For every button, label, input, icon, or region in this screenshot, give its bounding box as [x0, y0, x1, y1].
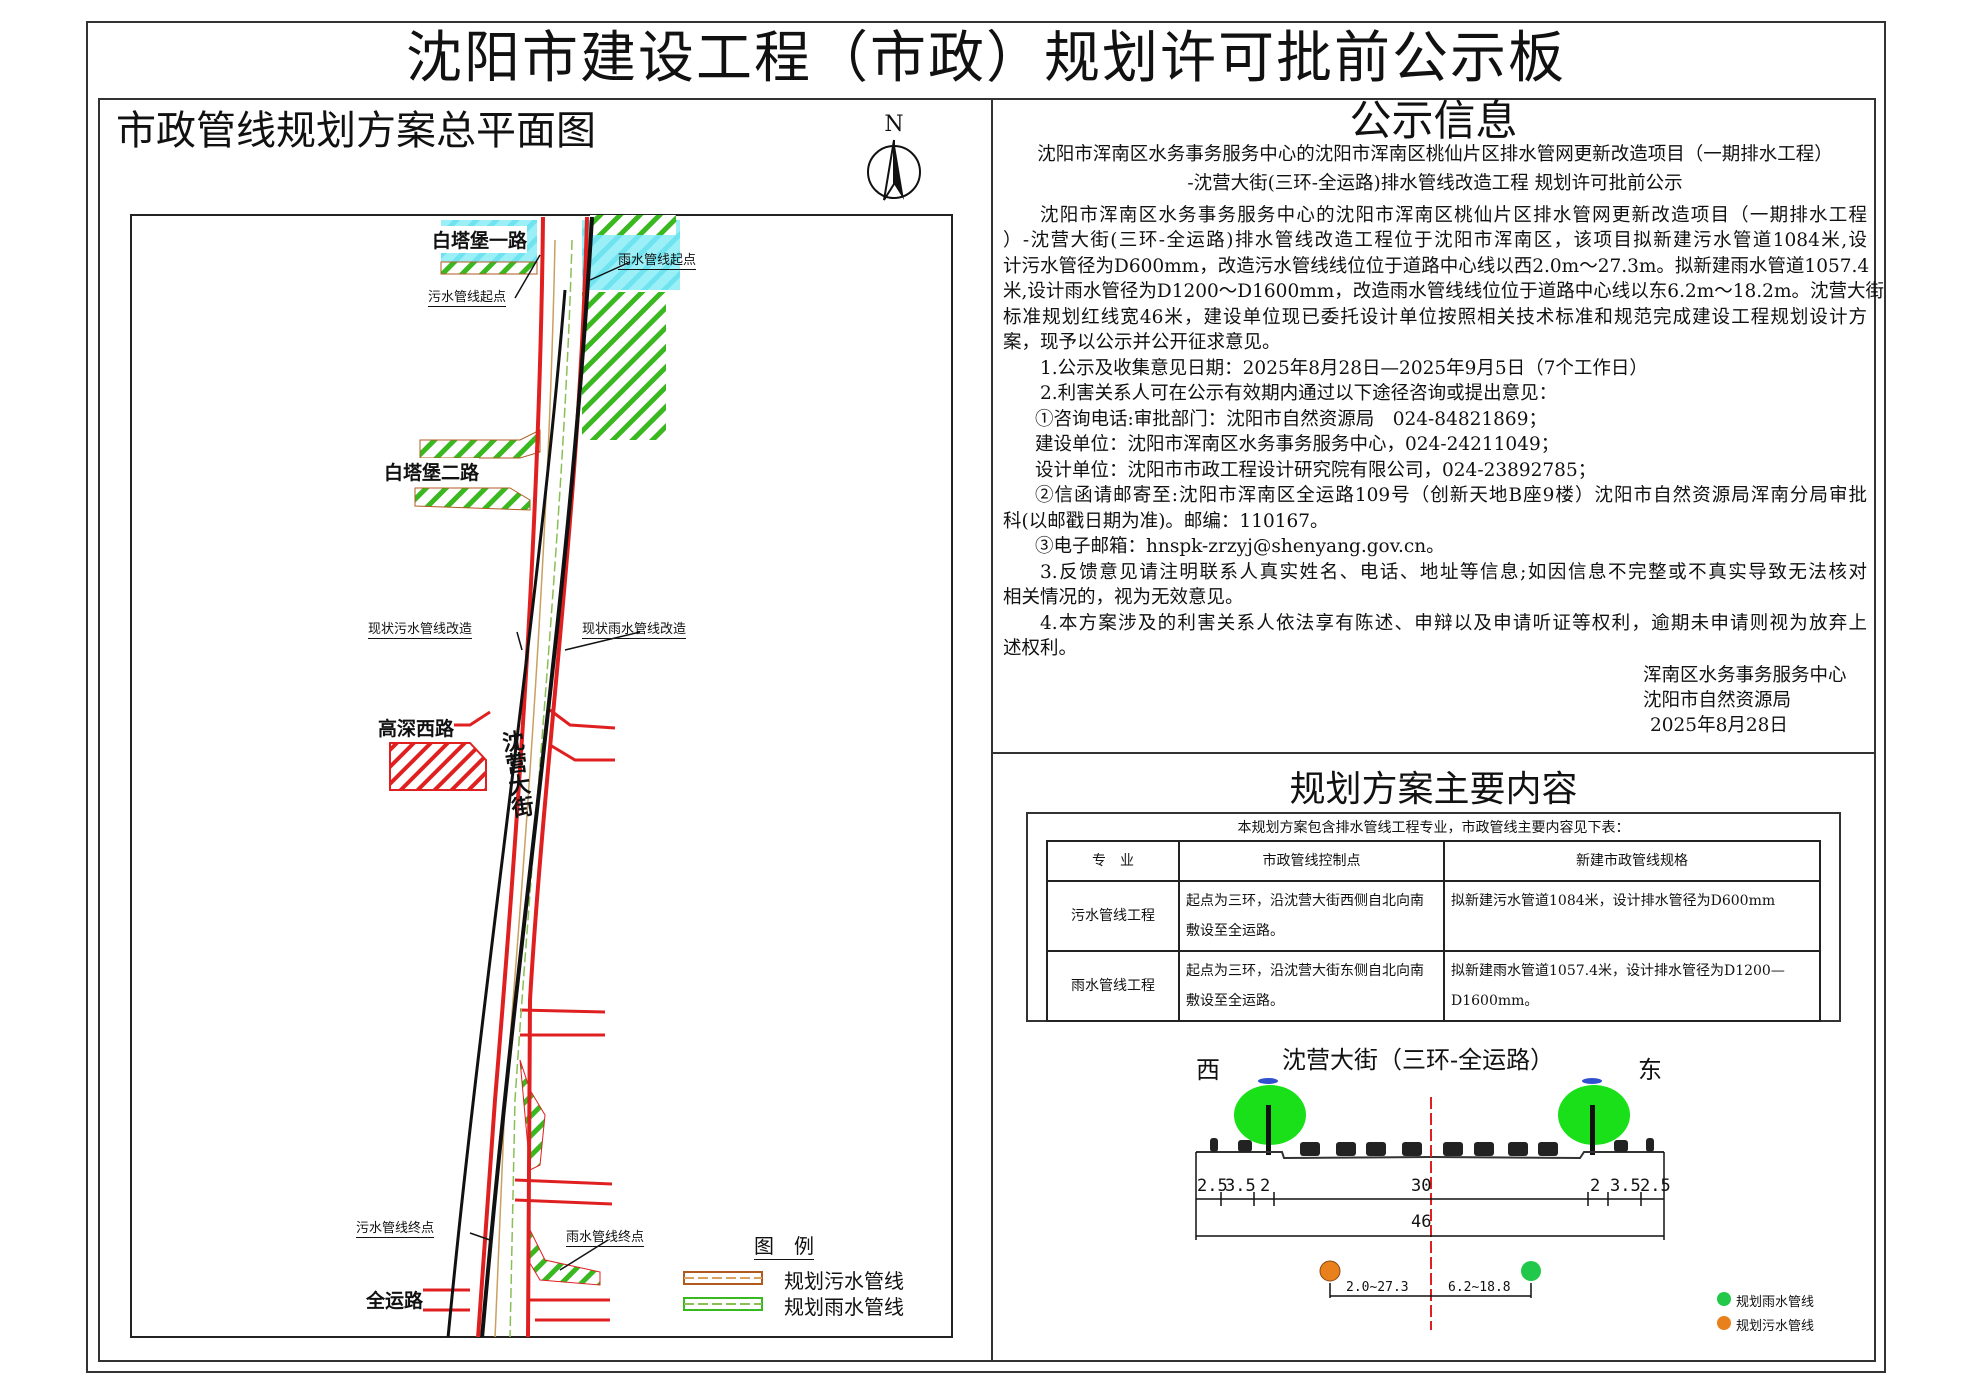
info-text-line: 建设单位：沈阳市浑南区水务事务服务中心，024-24211049； [1035, 434, 1560, 455]
table-cell: 污水管线工程 [1046, 880, 1180, 952]
info-text-line: 标准规划红线宽46米，建设单位现已委托设计单位按照相关技术标准和规范完成建设工程… [1003, 307, 1867, 328]
info-text-line: 4.本方案涉及的利害关系人依法享有陈述、申辩以及申请听证等权利，逾期未申请则视为… [1040, 613, 1867, 634]
table-cell: 起点为三环，沿沈营大街东侧自北向南敷设至全运路。 [1178, 950, 1445, 1022]
label-rain-renovation: 现状雨水管线改造 [582, 622, 687, 639]
label-sewer-renovation: 现状污水管线改造 [368, 622, 473, 639]
table-row: 污水管线工程 起点为三环，沿沈营大街西侧自北向南敷设至全运路。 拟新建污水管道1… [1046, 880, 1821, 952]
table-header-row: 专 业 市政管线控制点 新建市政管线规格 [1046, 840, 1821, 882]
info-title: 公示信息 [1349, 96, 1518, 145]
section-east-label: 东 [1638, 1056, 1662, 1084]
info-text-line: 1.公示及收集意见日期：2025年8月28日—2025年9月5日（7个工作日） [1040, 358, 1648, 379]
plan-table-frame [1026, 812, 1841, 1022]
dim-label: 2 [1590, 1176, 1601, 1196]
dim-label: 30 [1411, 1176, 1432, 1196]
table-header: 专 业 [1046, 840, 1180, 882]
map-legend-sewer: 规划污水管线 [784, 1269, 904, 1293]
info-text-line: ）-沈营大街(三环-全运路)排水管线改造工程位于沈阳市浑南区，该项目拟新建污水管… [1003, 230, 1867, 251]
signature-org-1: 浑南区水务事务服务中心 [1643, 665, 1847, 686]
info-text-line: ①咨询电话:审批部门：沈阳市自然资源局 024-84821869； [1035, 409, 1547, 430]
board-title: 沈阳市建设工程（市政）规划许可批前公示板 [406, 26, 1566, 91]
info-text-line: 沈阳市浑南区水务事务服务中心的沈阳市浑南区桃仙片区排水管网更新改造项目（一期排水… [1040, 205, 1867, 226]
north-arrow-icon: N [866, 112, 922, 208]
sewer-offset-label: 2.0~27.3 [1346, 1280, 1409, 1295]
signature-org-2: 沈阳市自然资源局 [1643, 690, 1792, 711]
info-text-line: 计污水管径为D600mm，改造污水管线线位位于道路中心线以西2.0m～27.3m… [1003, 256, 1870, 277]
dim-label: 2.5 [1197, 1176, 1228, 1196]
info-text-line: ②信函请邮寄至:沈阳市浑南区全运路109号（创新天地B座9楼）沈阳市自然资源局浑… [1035, 485, 1867, 506]
map-legend-rain: 规划雨水管线 [784, 1295, 904, 1319]
label-gaoshen-west-road: 高深西路 [378, 714, 455, 741]
map-drawing-frame [130, 214, 953, 1338]
label-sewer-end: 污水管线终点 [356, 1221, 435, 1238]
table-header: 新建市政管线规格 [1443, 840, 1821, 882]
dim-label: 2 [1260, 1176, 1271, 1196]
board-inner-frame [98, 98, 1876, 1362]
table-cell: 起点为三环，沿沈营大街西侧自北向南敷设至全运路。 [1178, 880, 1445, 952]
info-heading-line: 沈阳市浑南区水务事务服务中心的沈阳市浑南区桃仙片区排水管网更新改造项目（一期排水… [1037, 144, 1833, 165]
info-text-line: 米,设计雨水管径为D1200～D1600mm，改造雨水管线线位位于道路中心线以东… [1003, 281, 1884, 302]
divider-horizontal [991, 752, 1876, 754]
info-email-line: ③电子邮箱：hnspk-zrzyj@shenyang.gov.cn。 [1035, 536, 1445, 557]
section-title: 沈营大街（三环-全运路） [1282, 1046, 1555, 1074]
label-rain-end: 雨水管线终点 [566, 1230, 645, 1247]
info-text-line: 案，现予以公示并公开征求意见。 [1003, 332, 1281, 353]
dim-label-total: 46 [1411, 1212, 1432, 1232]
legend-rain-pipe-label: 规划雨水管线 [1736, 1295, 1815, 1310]
dim-label: 2.5 [1640, 1176, 1671, 1196]
info-text-line: 科(以邮戳日期为准)。邮编：110167。 [1003, 511, 1329, 532]
info-text-line: 2.利害关系人可在公示有效期内通过以下途径咨询或提出意见： [1040, 383, 1558, 404]
plan-title: 规划方案主要内容 [1289, 769, 1578, 810]
dim-label: 3.5 [1610, 1176, 1641, 1196]
signature-date: 2025年8月28日 [1650, 715, 1788, 736]
divider-vertical [991, 98, 993, 1362]
legend-sewer-pipe-label: 规划污水管线 [1736, 1319, 1815, 1334]
info-text-line: 相关情况的，视为无效意见。 [1003, 587, 1244, 608]
section-west-label: 西 [1196, 1056, 1220, 1084]
map-legend-title: 图 例 [754, 1230, 814, 1260]
table-cell: 拟新建雨水管道1057.4米，设计排水管径为D1200—D1600mm。 [1443, 950, 1821, 1022]
plan-table: 专 业 市政管线控制点 新建市政管线规格 污水管线工程 起点为三环，沿沈营大街西… [1046, 840, 1821, 1022]
label-rain-start: 雨水管线起点 [618, 253, 697, 270]
table-header: 市政管线控制点 [1178, 840, 1445, 882]
label-baitabu-2nd-road: 白塔堡二路 [384, 458, 480, 485]
info-text-line: 设计单位：沈阳市市政工程设计研究院有限公司，024-23892785； [1035, 460, 1597, 481]
rain-offset-label: 6.2~18.8 [1448, 1280, 1511, 1295]
table-cell: 雨水管线工程 [1046, 950, 1180, 1022]
north-label: N [884, 112, 904, 137]
info-heading-line: -沈营大街(三环-全运路)排水管线改造工程 规划许可批前公示 [1187, 173, 1683, 194]
label-baitabu-1st-road: 白塔堡一路 [432, 226, 528, 253]
dim-label: 3.5 [1225, 1176, 1256, 1196]
table-row: 雨水管线工程 起点为三环，沿沈营大街东侧自北向南敷设至全运路。 拟新建雨水管道1… [1046, 950, 1821, 1022]
map-title: 市政管线规划方案总平面图 [116, 108, 596, 154]
info-text-line: 3.反馈意见请注明联系人真实姓名、电话、地址等信息;如因信息不完整或不真实导致无… [1040, 562, 1867, 583]
table-cell: 拟新建污水管道1084米，设计排水管径为D600mm [1443, 880, 1821, 952]
label-sewer-start: 污水管线起点 [428, 290, 507, 307]
plan-table-note: 本规划方案包含排水管线工程专业，市政管线主要内容见下表： [1237, 820, 1630, 836]
info-text-line: 述权利。 [1003, 638, 1078, 659]
label-quanyun-road: 全运路 [366, 1286, 424, 1313]
board-outer-frame [86, 21, 1886, 1373]
